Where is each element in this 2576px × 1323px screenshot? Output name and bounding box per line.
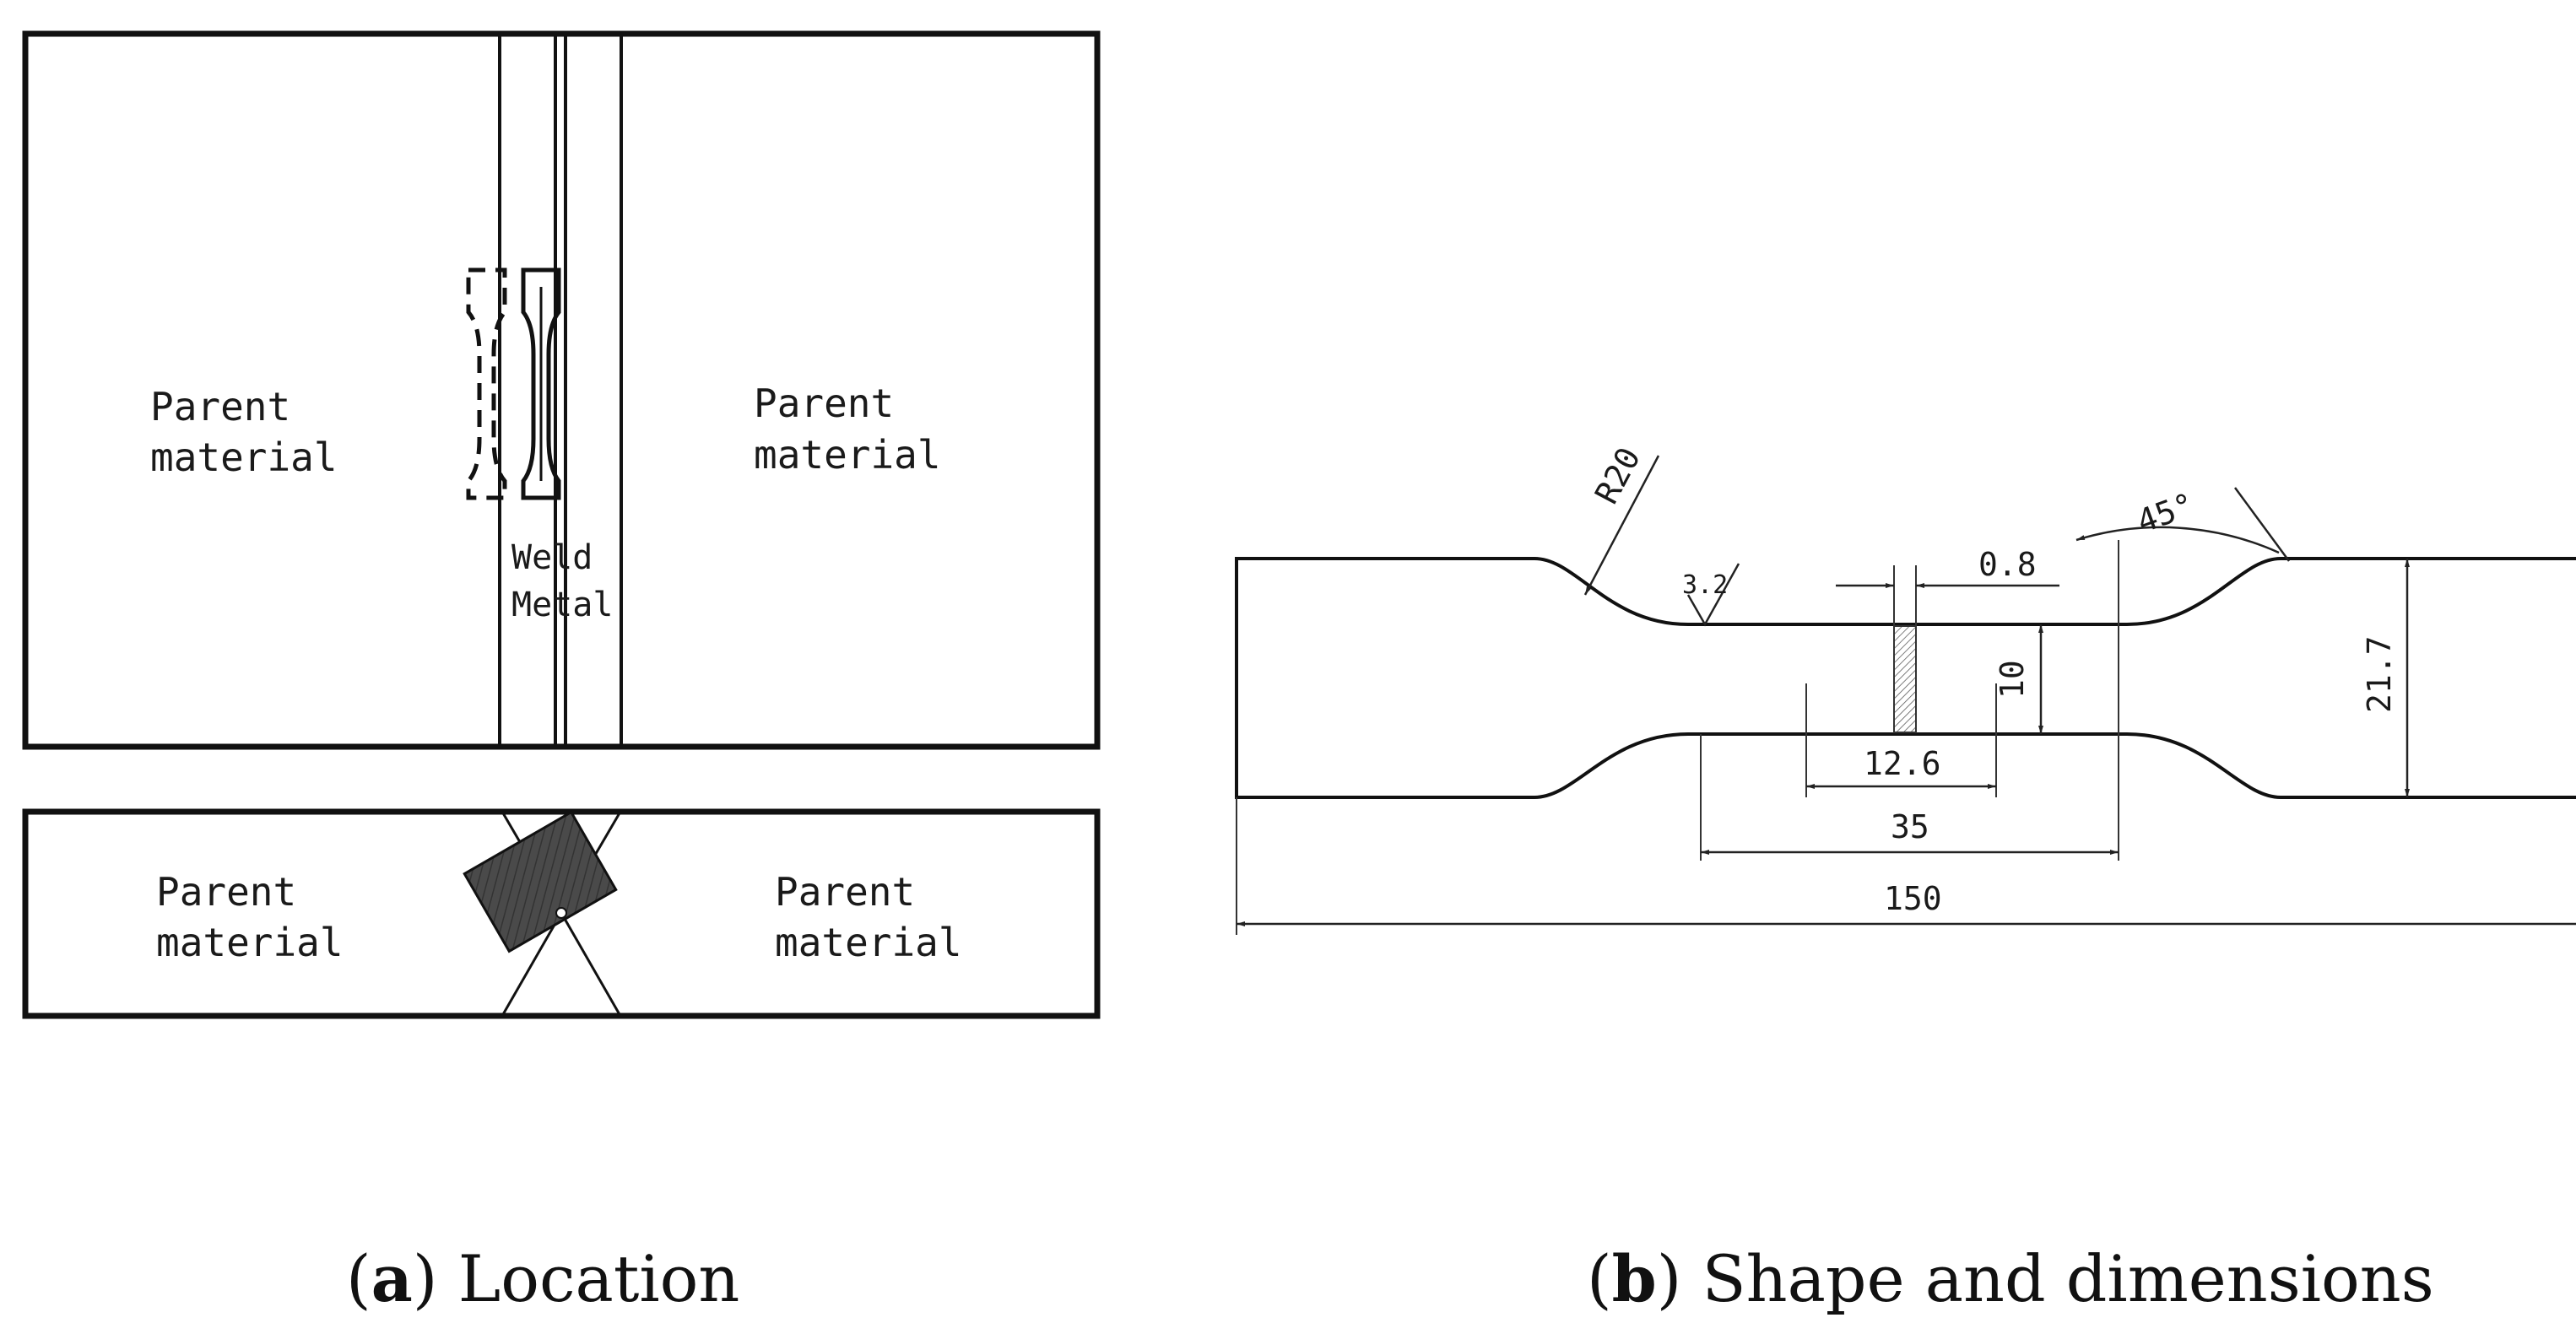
- section-right-label-line1: Parent: [775, 869, 915, 915]
- dim-radius-leader: [1583, 455, 1660, 596]
- plan-right-label-line2: material: [754, 432, 941, 478]
- groove-line-left-bottom: [501, 912, 563, 1017]
- angle-label: 45°: [2132, 486, 2200, 541]
- grip-width-label: 21.7: [2361, 635, 2398, 713]
- specimen-outline-solid: [521, 267, 561, 500]
- section-left-label-line1: Parent: [156, 869, 296, 915]
- dim-angle-leader: [2233, 487, 2291, 562]
- notch-strip: [1893, 625, 1917, 733]
- section-right-label-line2: material: [775, 920, 962, 965]
- plan-plate-outline: [22, 30, 1101, 750]
- groove-line-right-bottom: [560, 912, 622, 1017]
- section-plate-outline: [22, 808, 1101, 1019]
- roughness-symbol: [1686, 563, 1740, 627]
- plan-right-label-line1: Parent: [754, 381, 894, 426]
- caption-a: (a) Location: [346, 1241, 739, 1316]
- notch-width-label: 0.8: [1978, 546, 2037, 583]
- section-left-label-line2: material: [156, 920, 344, 965]
- roughness-label: 3.2: [1682, 570, 1728, 600]
- radius-label: R20: [1588, 441, 1648, 510]
- plan-left-label-line1: Parent: [150, 384, 290, 429]
- reduced-length-label: 35: [1891, 808, 1929, 845]
- specimen-outline-dashed: [466, 267, 507, 500]
- overall-length-label: 150: [1884, 880, 1942, 917]
- plan-view: Parent material Parent material Weld Met…: [22, 30, 1101, 750]
- plan-left-label-line2: material: [150, 435, 338, 480]
- panel-b: R20 3.2 0.8 45° 10 21.7 12.6 35 150 (b) …: [1235, 441, 2576, 1316]
- caption-b: (b) Shape and dimensions: [1587, 1241, 2434, 1316]
- weld-label-line2: Metal: [511, 586, 613, 624]
- panel-a: Parent material Parent material Weld Met…: [22, 30, 1101, 1316]
- gauge-extent-label: 12.6: [1864, 745, 1941, 782]
- gauge-width-label: 10: [1994, 660, 2031, 699]
- weld-label-line1: Weld: [511, 538, 593, 577]
- section-view: Parent material Parent material: [22, 808, 1101, 1019]
- dim-angle-arc: [2075, 526, 2280, 554]
- specimen-outline: [1235, 557, 2576, 799]
